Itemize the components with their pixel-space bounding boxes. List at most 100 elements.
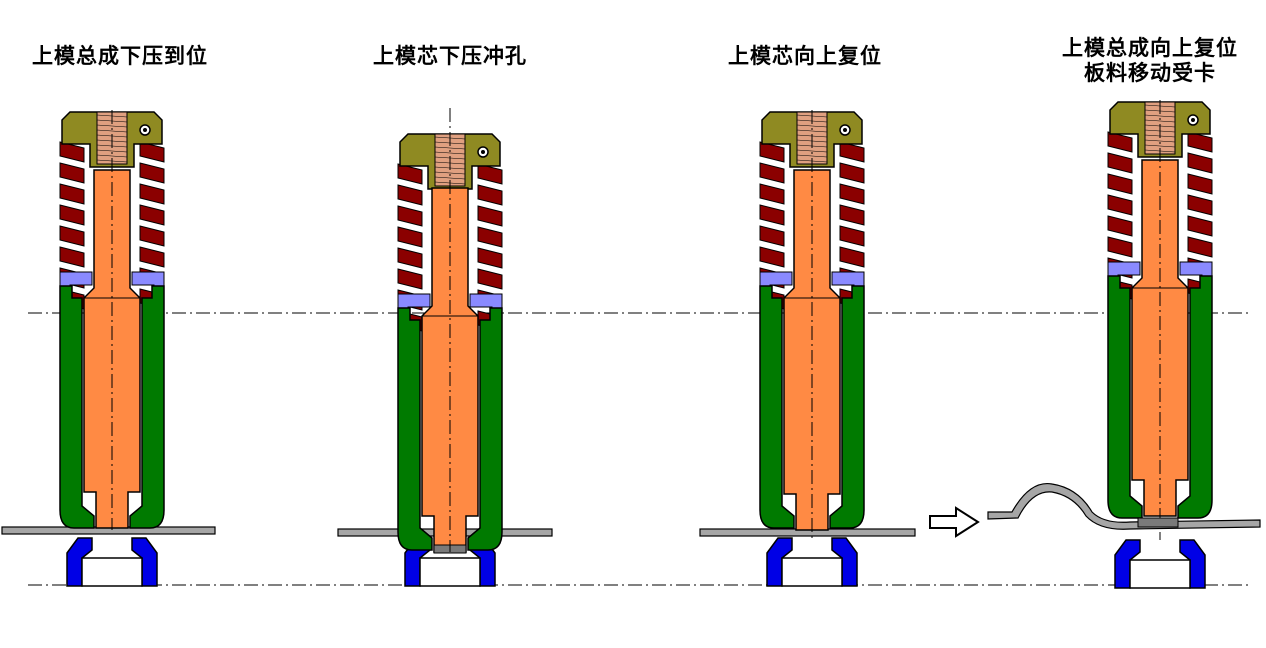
- stage-2-spring-coil-right-4: [477, 226, 503, 248]
- stage-3-screw-thread-4: [796, 129, 828, 133]
- stage-2-guide-sleeve-left: [397, 307, 433, 551]
- stage-3-die-opening: [781, 557, 843, 587]
- stage-1-spring-coil-left-5: [59, 225, 85, 247]
- stage-2-spring-coil-right-6: [477, 268, 503, 290]
- stage-1-screw-thread-3: [96, 124, 128, 128]
- stage-4-spring-coil-right-1: [1187, 131, 1213, 153]
- stage-4-spring-coil-right-6: [1187, 236, 1213, 258]
- stage-2-die-opening: [419, 557, 481, 587]
- stage-1-spring-coil-left-4: [59, 204, 85, 226]
- stage-2-bolt-hole-centre: [481, 150, 485, 154]
- stage-3-spring-coil-left-1: [759, 141, 785, 163]
- stage-3-title: 上模芯向上复位: [695, 44, 915, 69]
- stage-3-spring-coil-left-6: [759, 246, 785, 268]
- stage-4-bolt-hole-centre: [1191, 118, 1195, 122]
- stage-4-slug: [1137, 517, 1179, 528]
- stage-3-spring-coil-right-2: [839, 162, 865, 184]
- stage-1-guide-sleeve-right: [129, 285, 165, 529]
- stage-2-screw-thread-9: [434, 176, 466, 180]
- stage-2-screw-thread-3: [434, 146, 466, 150]
- stage-4-spring-coil-right-4: [1187, 194, 1213, 216]
- stage-2-spring-coil-left-2: [397, 184, 423, 206]
- stage-2-title-line-1: 上模芯下压冲孔: [373, 44, 527, 68]
- stage-3-spring-coil-right-5: [839, 225, 865, 247]
- stage-4-screw-thread-9: [1144, 144, 1176, 148]
- stage-4-title-line-1: 上模总成向上复位: [1062, 36, 1238, 60]
- stage-3-spring-coil-right-4: [839, 204, 865, 226]
- stage-2-spring-coil-right-5: [477, 247, 503, 269]
- stage-2-spring-coil-right-3: [477, 205, 503, 227]
- stage-4-spring-coil-left-4: [1107, 194, 1133, 216]
- stage-3-spring-coil-right-3: [839, 183, 865, 205]
- stage-3-die-left: [766, 537, 793, 587]
- stage-3-title-line-1: 上模芯向上复位: [728, 44, 882, 68]
- stage-3-spring-coil-left-2: [759, 162, 785, 184]
- stage-4-screw-thread-4: [1144, 119, 1176, 123]
- stage-3-spring-coil-left-5: [759, 225, 785, 247]
- stage-2-spring-coil-right-1: [477, 163, 503, 185]
- feed-direction-arrow: [929, 506, 980, 538]
- stage-3-screw-thread-9: [796, 154, 828, 158]
- stage-1-spring-coil-right-1: [139, 141, 165, 163]
- stage-4-spring-coil-left-6: [1107, 236, 1133, 258]
- stage-4-buckled-sheet: [987, 482, 1261, 530]
- stage-4-title: 上模总成向上复位 板料移动受卡: [1040, 36, 1260, 86]
- stage-2-spring-coil-left-4: [397, 226, 423, 248]
- stage-4-spring-coil-left-1: [1107, 131, 1133, 153]
- stage-4-spring-coil-right-2: [1187, 152, 1213, 174]
- stage-3-spring-coil-right-1: [839, 141, 865, 163]
- stage-1-spring-coil-right-2: [139, 162, 165, 184]
- stage-1-spring-coil-left-3: [59, 183, 85, 205]
- stage-1-spring-coil-left-2: [59, 162, 85, 184]
- stage-3-bolt-hole-centre: [843, 128, 847, 132]
- stage-1-spring-coil-left-1: [59, 141, 85, 163]
- stage-4-screw-thread-3: [1144, 114, 1176, 118]
- stage-1-bolt-hole-centre: [143, 128, 147, 132]
- stage-1-spring-coil-left-6: [59, 246, 85, 268]
- stage-1-title-line-1: 上模总成下压到位: [32, 44, 208, 68]
- stage-3-die-right: [831, 537, 858, 587]
- stage-4-spring-coil-left-3: [1107, 173, 1133, 195]
- stage-2-screw-thread-4: [434, 151, 466, 155]
- stage-4-die-opening: [1129, 559, 1191, 589]
- stage-1-spring-coil-right-3: [139, 183, 165, 205]
- stage-1-screw-thread-8: [96, 149, 128, 153]
- stage-2-spring-coil-left-6: [397, 268, 423, 290]
- stage-4-title-line-2: 板料移动受卡: [1084, 61, 1216, 85]
- stage-1-guide-sleeve-left: [59, 285, 95, 529]
- stage-2-guide-sleeve-right: [467, 307, 503, 551]
- stage-2-spring-coil-left-5: [397, 247, 423, 269]
- stage-2-title: 上模芯下压冲孔: [340, 44, 560, 69]
- stage-2-spring-coil-left-3: [397, 205, 423, 227]
- stage-4-die-right: [1179, 539, 1206, 589]
- stage-3-spring-coil-left-3: [759, 183, 785, 205]
- stage-3-spring-coil-right-6: [839, 246, 865, 268]
- stage-3-guide-sleeve-right: [829, 285, 865, 529]
- stage-4-spring-coil-left-5: [1107, 215, 1133, 237]
- stage-3-screw-thread-3: [796, 124, 828, 128]
- stage-4-die-left: [1114, 539, 1141, 589]
- stage-3-spring-coil-left-4: [759, 204, 785, 226]
- stage-1-die-right: [131, 537, 158, 587]
- stage-1-spring-coil-right-5: [139, 225, 165, 247]
- stage-2-screw-thread-8: [434, 171, 466, 175]
- stage-1-screw-thread-9: [96, 154, 128, 158]
- stage-4-screw-thread-8: [1144, 139, 1176, 143]
- stage-1-spring-coil-right-4: [139, 204, 165, 226]
- stage-4-guide-sleeve-right: [1177, 275, 1213, 519]
- stage-1-title: 上模总成下压到位: [10, 44, 230, 69]
- stage-3-guide-sleeve-left: [759, 285, 795, 529]
- stage-4-spring-coil-left-2: [1107, 152, 1133, 174]
- stage-4-guide-sleeve-left: [1107, 275, 1143, 519]
- stage-1-spring-coil-right-6: [139, 246, 165, 268]
- stage-2-spring-coil-left-1: [397, 163, 423, 185]
- stage-3-screw-thread-8: [796, 149, 828, 153]
- stage-1-die-left: [66, 537, 93, 587]
- stage-4-spring-coil-right-5: [1187, 215, 1213, 237]
- stage-1-die-opening: [81, 557, 143, 587]
- stage-1-screw-thread-4: [96, 129, 128, 133]
- stage-4-spring-coil-right-3: [1187, 173, 1213, 195]
- stage-2-spring-coil-right-2: [477, 184, 503, 206]
